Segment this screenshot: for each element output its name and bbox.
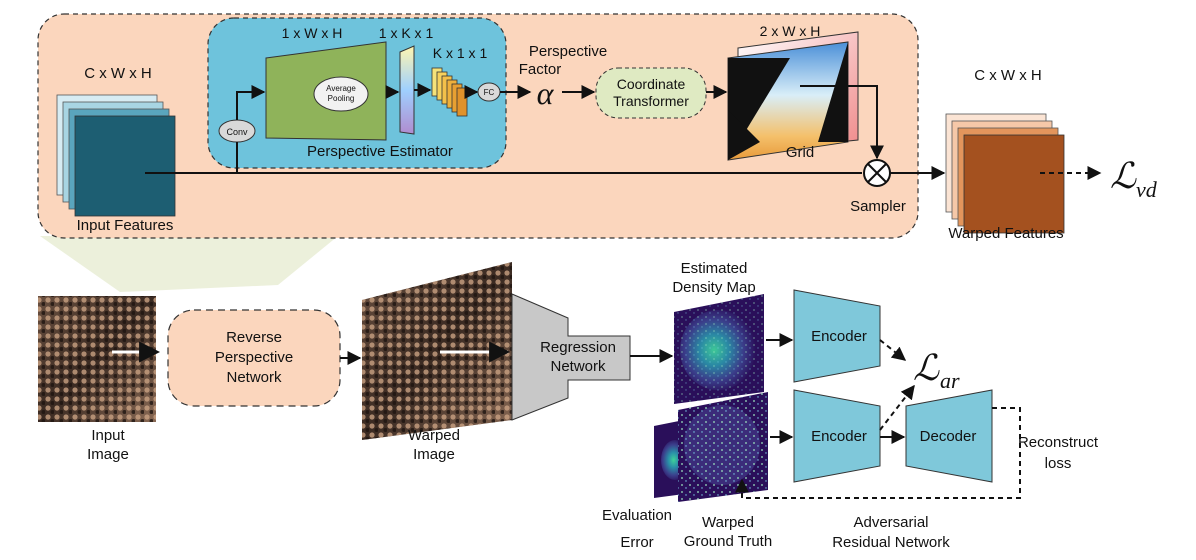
dims-1xwxh: 1 x W x H bbox=[282, 25, 343, 41]
estimated-density-map bbox=[674, 294, 764, 404]
zoom-funnel bbox=[40, 236, 338, 292]
alpha-symbol: α bbox=[537, 75, 555, 111]
loss-vd-subscript: vd bbox=[1136, 177, 1158, 202]
regression-network-shape bbox=[511, 293, 631, 421]
evaluation-line2: Error bbox=[620, 534, 653, 551]
rpn-line3: Network bbox=[226, 369, 282, 386]
loss-vd-symbol: ℒ bbox=[1110, 156, 1137, 196]
perspective-factor-line1: Perspective bbox=[529, 43, 607, 60]
warped-image-line1: Warped bbox=[408, 427, 460, 444]
warped-image-line2: Image bbox=[413, 446, 455, 463]
avg-pool-line2: Pooling bbox=[328, 94, 355, 103]
input-features-label: Input Features bbox=[77, 217, 174, 234]
input-image bbox=[38, 296, 156, 422]
rpn-line2: Perspective bbox=[215, 349, 293, 366]
input-image-line2: Image bbox=[87, 446, 129, 463]
coordinate-transformer-line2: Transformer bbox=[613, 93, 689, 109]
density-label-line2: Density Map bbox=[672, 279, 755, 296]
encoder-bottom bbox=[793, 389, 881, 483]
arn-line2: Residual Network bbox=[832, 534, 950, 551]
warped-image bbox=[362, 262, 512, 440]
warped-ground-truth-map bbox=[678, 392, 768, 502]
bottom-arrows bbox=[340, 333, 1021, 499]
warped-gt-line2: Ground Truth bbox=[684, 533, 772, 550]
avg-pool-line1: Average bbox=[326, 84, 356, 93]
loss-ar-symbol: ℒ bbox=[913, 348, 940, 388]
top-arrows bbox=[145, 83, 1102, 180]
perspective-estimator-label: Perspective Estimator bbox=[307, 143, 453, 160]
attention-bar bbox=[399, 45, 415, 135]
input-dims-label: C x W x H bbox=[84, 65, 152, 82]
kernel-slices bbox=[431, 67, 468, 117]
warped-features-stack bbox=[945, 113, 1065, 234]
arn-line1: Adversarial bbox=[853, 514, 928, 531]
output-dims-label: C x W x H bbox=[974, 67, 1042, 84]
dims-1xkx1: 1 x K x 1 bbox=[379, 25, 434, 41]
grid-stack bbox=[727, 31, 859, 161]
encoder-bottom-label: Encoder bbox=[811, 428, 867, 445]
encoder-top bbox=[793, 289, 881, 383]
dims-kx1x1: K x 1 x 1 bbox=[433, 45, 488, 61]
conv-label: Conv bbox=[226, 127, 248, 137]
average-pooling-node bbox=[313, 76, 369, 112]
sampler-label: Sampler bbox=[850, 198, 906, 215]
loss-ar-subscript: ar bbox=[940, 368, 960, 393]
warped-gt-line1: Warped bbox=[702, 514, 754, 531]
input-features-stack bbox=[56, 94, 176, 217]
evaluation-line1: Evaluation bbox=[602, 507, 672, 524]
coordinate-transformer-line1: Coordinate bbox=[617, 76, 686, 92]
decoder-label: Decoder bbox=[920, 428, 977, 445]
regression-line2: Network bbox=[550, 358, 606, 375]
reconstruct-line2: loss bbox=[1045, 455, 1072, 472]
density-label-line1: Estimated bbox=[681, 260, 748, 277]
warped-features-label: Warped Features bbox=[948, 225, 1063, 242]
reconstruct-line1: Reconstruct bbox=[1018, 434, 1099, 451]
input-image-line1: Input bbox=[91, 427, 125, 444]
fc-label: FC bbox=[484, 88, 495, 97]
regression-line1: Regression bbox=[540, 339, 616, 356]
decoder bbox=[905, 389, 993, 483]
coordinate-transformer-box bbox=[595, 67, 707, 119]
rpn-line1: Reverse bbox=[226, 329, 282, 346]
grid-label: Grid bbox=[786, 144, 814, 161]
perspective-factor-line2: Factor bbox=[519, 61, 562, 78]
grid-dims-label: 2 x W x H bbox=[760, 23, 821, 39]
encoder-top-label: Encoder bbox=[811, 328, 867, 345]
